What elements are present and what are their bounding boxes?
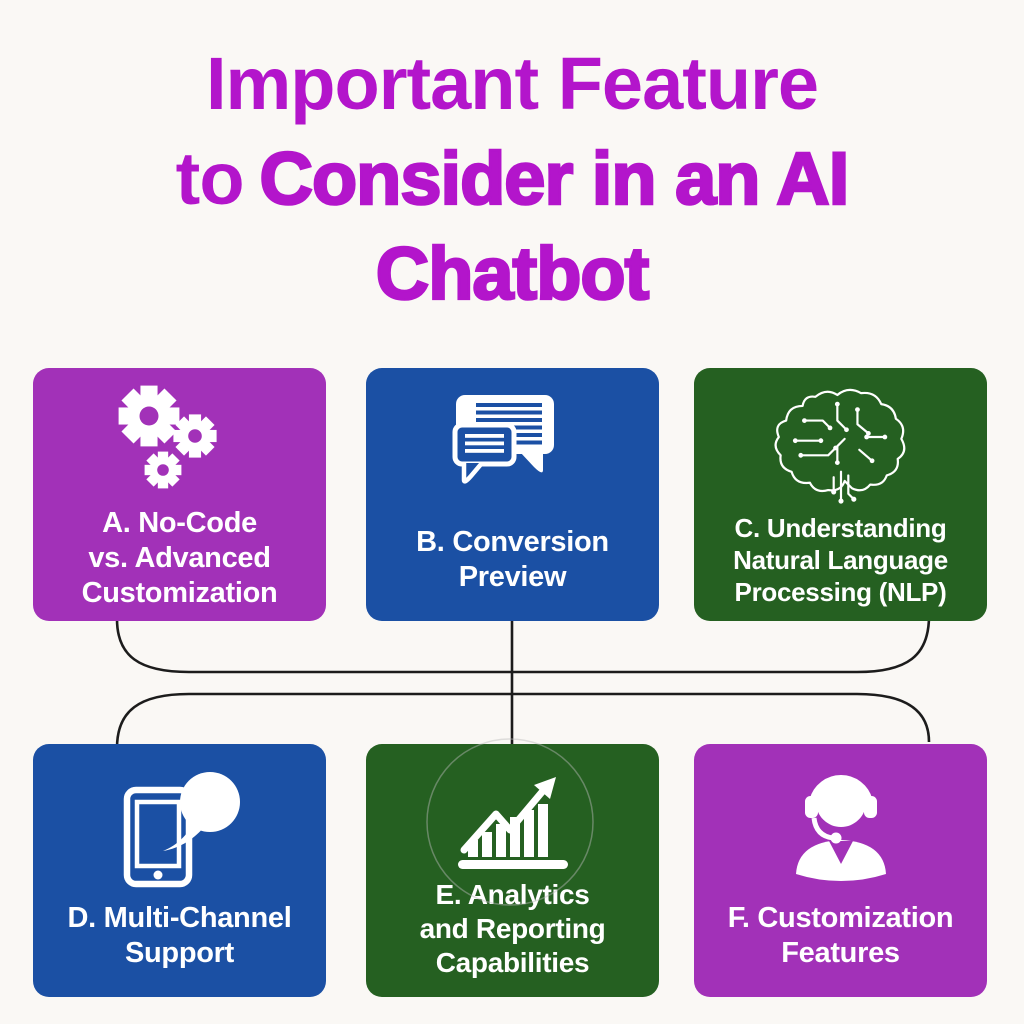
card-label-line: Customization xyxy=(81,577,278,609)
card-label-line: and Reporting xyxy=(419,913,606,944)
chat-bubbles-icon xyxy=(438,384,588,496)
card-customization-features: F. Customization Features xyxy=(694,744,987,997)
card-label-line: F. Customization xyxy=(727,902,954,934)
card-label-line: Processing (NLP) xyxy=(734,577,947,607)
gears-icon-svg xyxy=(118,385,217,489)
card-label: A. No-Code vs. Advanced Customization xyxy=(82,506,278,611)
chat-bubbles-icon-svg xyxy=(452,395,554,484)
card-label: B. Conversion Preview xyxy=(416,525,609,595)
card-label-line: A. No-Code xyxy=(102,507,257,539)
connector-bottom-bracket xyxy=(115,692,931,749)
gears-icon xyxy=(105,384,255,506)
title-line-2-bold: Consider in an AI xyxy=(258,136,850,222)
card-label-line: Preview xyxy=(458,561,567,593)
support-agent-icon-svg xyxy=(795,775,886,881)
circuit-brain-icon xyxy=(741,384,941,512)
card-understanding-nlp: C. Understanding Natural Language Proces… xyxy=(694,368,987,621)
support-agent-icon xyxy=(766,760,916,882)
card-label-line: B. Conversion xyxy=(416,526,609,558)
card-label-line: C. Understanding xyxy=(734,513,947,543)
bar-chart-growth-icon-svg xyxy=(457,777,568,869)
bar-chart-growth-icon xyxy=(438,760,588,878)
card-label-line: Support xyxy=(124,937,235,969)
card-label: D. Multi-Channel Support xyxy=(68,901,292,971)
phone-chat-icon xyxy=(105,760,255,888)
card-label-line: D. Multi-Channel xyxy=(67,902,292,934)
card-label-line: E. Analytics xyxy=(435,879,590,910)
circuit-brain-icon-svg xyxy=(774,388,905,504)
title-line-2-regular: to xyxy=(175,137,245,220)
card-label-line: Features xyxy=(781,937,900,969)
card-label-line: Capabilities xyxy=(435,947,590,978)
card-analytics-reporting: E. Analytics and Reporting Capabilities xyxy=(366,744,659,997)
card-label-line: Natural Language xyxy=(733,545,948,575)
card-label-line: vs. Advanced xyxy=(88,542,271,574)
card-multi-channel-support: D. Multi-Channel Support xyxy=(33,744,326,997)
card-label: C. Understanding Natural Language Proces… xyxy=(733,512,948,608)
card-conversion-preview: B. Conversion Preview xyxy=(366,368,659,621)
title-line-3: Chatbot xyxy=(374,231,650,317)
phone-chat-icon-svg xyxy=(123,772,240,888)
card-label: E. Analytics and Reporting Capabilities xyxy=(420,878,606,980)
card-no-code-vs-advanced-customization: A. No-Code vs. Advanced Customization xyxy=(33,368,326,621)
title-line-1: Important Feature xyxy=(205,42,819,125)
card-label: F. Customization Features xyxy=(728,901,954,971)
connector-top-bracket xyxy=(115,615,931,674)
